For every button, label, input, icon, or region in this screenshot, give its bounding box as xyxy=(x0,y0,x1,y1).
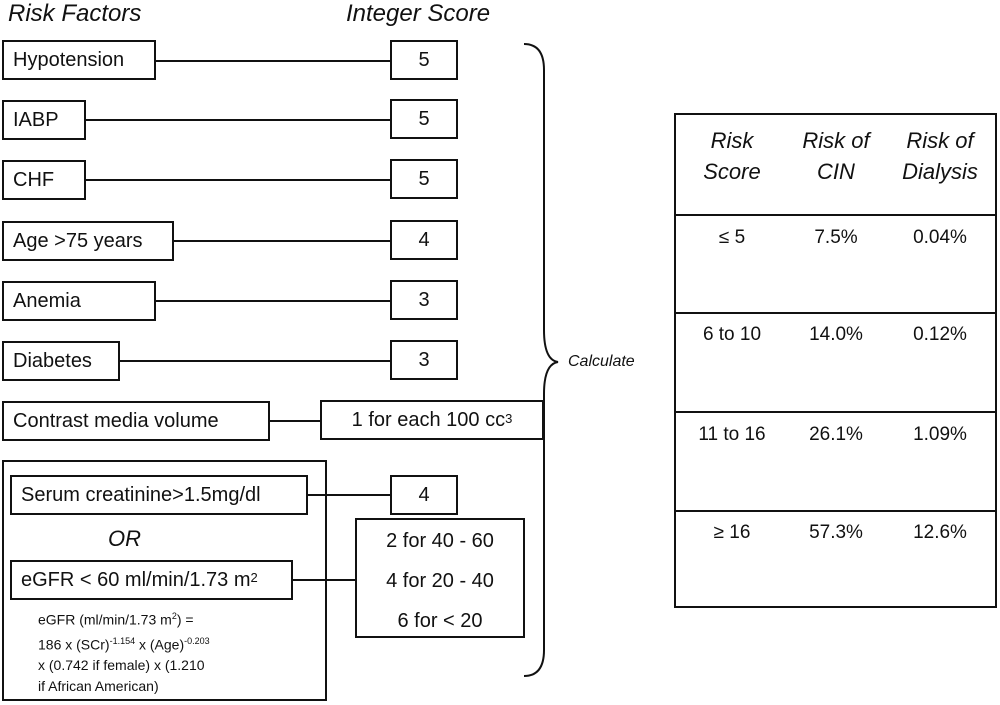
factor-diabetes: Diabetes xyxy=(2,341,120,381)
formula-line4: if African American) xyxy=(38,678,159,695)
header-risk-of-cin: Risk of CIN xyxy=(786,125,886,187)
egfr-score-20-40: 4 for 20 - 40 xyxy=(386,570,494,592)
egfr-score-40-60: 2 for 40 - 60 xyxy=(386,530,494,552)
factor-age: Age >75 years xyxy=(2,221,174,261)
connector-line xyxy=(156,300,390,302)
factor-iabp: IABP xyxy=(2,100,86,140)
table-divider xyxy=(676,411,995,413)
formula-line2b: x (Age) xyxy=(135,636,185,653)
table-divider xyxy=(676,510,995,512)
factor-chf: CHF xyxy=(2,160,86,200)
calculate-label: Calculate xyxy=(568,353,635,370)
egfr-score-under-20: 6 for < 20 xyxy=(397,610,483,632)
connector-line xyxy=(174,240,390,242)
cell-score-row4: ≥ 16 xyxy=(713,522,751,543)
header-cin-line2: CIN xyxy=(817,159,855,184)
cell-cin-row4: 57.3% xyxy=(809,522,863,543)
score-hypotension: 5 xyxy=(390,40,458,80)
integer-score-header: Integer Score xyxy=(346,0,491,27)
connector-line xyxy=(86,119,390,121)
connector-line xyxy=(156,60,390,62)
score-diabetes: 3 xyxy=(390,340,458,380)
formula-line3: x (0.742 if female) x (1.210 xyxy=(38,657,205,674)
formula-line2-sup2: -0.203 xyxy=(184,635,210,646)
egfr-sup: 2 xyxy=(250,569,258,585)
formula-line1a: eGFR (ml/min/1.73 m xyxy=(38,611,172,628)
cell-dialysis-row3: 1.09% xyxy=(913,424,967,445)
or-label: OR xyxy=(108,526,141,551)
table-divider xyxy=(676,312,995,314)
risk-outcome-table: Risk Score Risk of CIN Risk of Dialysis … xyxy=(674,113,997,608)
connector-line xyxy=(293,579,355,581)
cell-dialysis-row1: 0.04% xyxy=(913,227,967,248)
cell-score-row2: 6 to 10 xyxy=(702,324,762,345)
factor-hypotension: Hypotension xyxy=(2,40,156,80)
cell-cin-row2: 14.0% xyxy=(809,324,863,345)
header-risk-score-line1: Risk xyxy=(710,128,754,153)
header-cin-line1: Risk of xyxy=(802,128,870,153)
factor-anemia: Anemia xyxy=(2,281,156,321)
egfr-formula: eGFR (ml/min/1.73 m2) = 186 x (SCr)-1.15… xyxy=(38,606,210,697)
header-dialysis-line2: Dialysis xyxy=(902,159,978,184)
header-dialysis-line1: Risk of xyxy=(906,128,974,153)
cell-dialysis-row2: 0.12% xyxy=(913,324,967,345)
risk-factors-header: Risk Factors xyxy=(8,0,142,27)
cell-cin-row3: 26.1% xyxy=(809,424,863,445)
connector-line xyxy=(120,360,390,362)
header-risk-score: Risk Score xyxy=(682,125,782,187)
cell-score-row3: 11 to 16 xyxy=(698,424,766,445)
cell-dialysis-row4: 12.6% xyxy=(913,522,967,543)
score-iabp: 5 xyxy=(390,99,458,139)
contrast-label: Contrast media volume xyxy=(13,409,219,432)
score-age: 4 xyxy=(390,220,458,260)
factor-contrast-media: Contrast media volume xyxy=(2,401,270,441)
formula-line1-sup: 2 xyxy=(171,611,177,621)
header-risk-score-line2: Score xyxy=(703,159,761,184)
summation-brace xyxy=(523,43,559,677)
connector-line xyxy=(308,494,390,496)
score-anemia: 3 xyxy=(390,280,458,320)
formula-line2a: 186 x (SCr) xyxy=(38,636,110,653)
formula-line1b: ) = xyxy=(176,611,194,628)
score-egfr: 2 for 40 - 60 4 for 20 - 40 6 for < 20 xyxy=(355,518,525,638)
factor-serum-creatinine: Serum creatinine>1.5mg/dl xyxy=(10,475,308,515)
formula-line2-sup1: -1.154 xyxy=(109,635,136,646)
cell-score-row1: ≤ 5 xyxy=(718,227,746,248)
cell-cin-row1: 7.5% xyxy=(814,227,858,248)
egfr-label: eGFR < 60 ml/min/1.73 m xyxy=(21,568,251,591)
header-risk-of-dialysis: Risk of Dialysis xyxy=(890,125,990,187)
connector-line xyxy=(270,420,320,422)
table-divider xyxy=(676,214,995,216)
contrast-score-sup: 3 xyxy=(505,410,513,426)
score-chf: 5 xyxy=(390,159,458,199)
score-serum-creatinine: 4 xyxy=(390,475,458,515)
connector-line xyxy=(86,179,390,181)
contrast-score-text: 1 for each 100 cc xyxy=(351,408,506,431)
